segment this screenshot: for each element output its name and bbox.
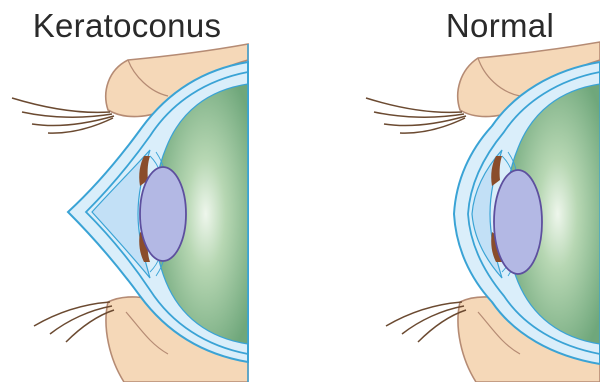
normal-eye: [366, 42, 600, 382]
lower-eyelashes: [386, 302, 466, 342]
lens: [494, 170, 542, 274]
lower-eyelashes: [34, 302, 114, 342]
lens: [140, 167, 186, 261]
upper-eyelashes: [366, 98, 466, 133]
upper-eyelashes: [12, 98, 114, 133]
keratoconus-eye: [12, 44, 248, 382]
